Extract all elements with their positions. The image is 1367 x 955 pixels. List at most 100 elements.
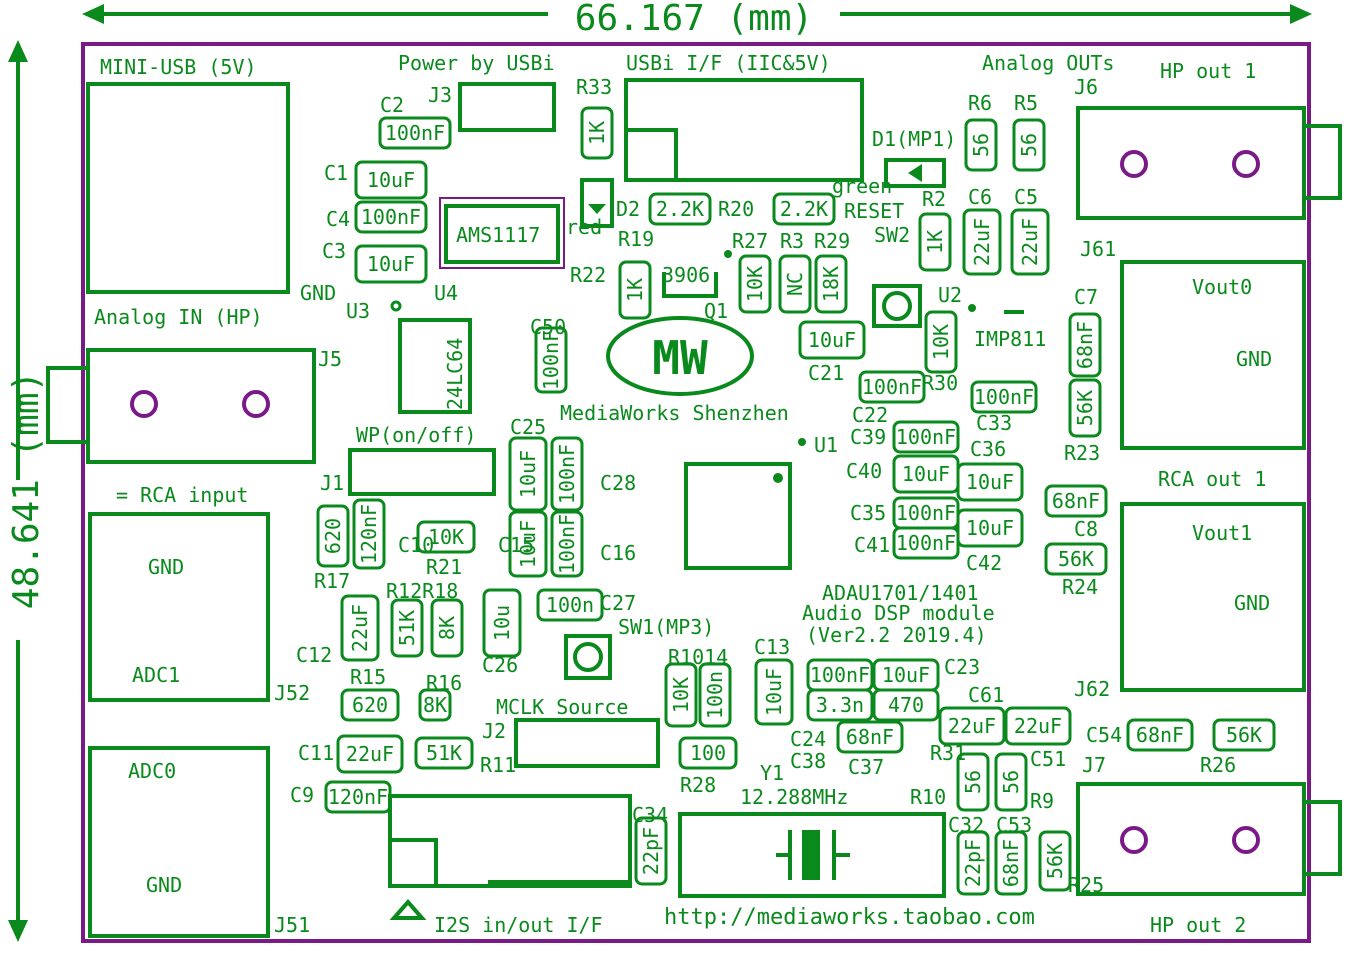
adc0-label: ADC0	[128, 759, 176, 783]
component-footprint	[340, 688, 400, 722]
component-value: 22uF	[970, 218, 994, 266]
ref-designator: D1(MP1)	[872, 127, 956, 151]
ref-designator: C16	[600, 541, 636, 565]
ref-designator: R25	[1068, 873, 1104, 897]
ref-designator: C15	[498, 533, 534, 557]
ref-designator: R19	[618, 227, 654, 251]
component-value: 8K	[435, 616, 459, 640]
component-footprint	[964, 118, 998, 172]
ref-designator: R11	[480, 753, 516, 777]
component-footprint	[956, 508, 1024, 548]
ref-designator: C34	[632, 803, 668, 827]
mclk-label: MCLK Source	[496, 695, 628, 719]
component-footprint	[1212, 718, 1276, 752]
component-value: 100nF	[862, 375, 922, 399]
component-footprint	[664, 662, 698, 728]
dimension-arrows	[8, 4, 1312, 942]
analog-in-label: Analog IN (HP)	[94, 305, 263, 329]
component-footprint	[994, 752, 1028, 812]
component-footprint	[994, 830, 1028, 896]
ref-designator: R12R18	[386, 579, 458, 603]
ref-designator: C23	[944, 655, 980, 679]
hp-out1-label: HP out 1	[1160, 59, 1256, 83]
component-value: 10K	[743, 266, 767, 302]
ref-designator: R5	[1014, 91, 1038, 115]
component-value: 620	[352, 693, 388, 717]
component-footprint	[1010, 208, 1050, 276]
component-footprint	[430, 598, 464, 658]
hp-out2-jack	[1076, 782, 1342, 896]
component-footprint	[858, 370, 926, 404]
component-value: 100nF	[385, 121, 445, 145]
component-footprint	[634, 816, 668, 886]
ref-designator: R24	[1062, 575, 1098, 599]
component-footprint	[918, 212, 952, 272]
component-footprint	[1068, 312, 1102, 378]
component-footprint	[892, 526, 960, 560]
component-value: 68nF	[846, 725, 894, 749]
component-footprint	[1038, 830, 1072, 892]
component-footprint	[508, 436, 548, 512]
component-value: 10uF	[367, 252, 415, 276]
component-value: 100nF	[361, 205, 421, 229]
ref-designator: C9	[290, 783, 314, 807]
board-outline	[81, 42, 1311, 943]
ref-designator: U4	[434, 281, 458, 305]
component-footprint	[536, 588, 604, 622]
ref-designator: C3	[322, 239, 346, 263]
component-footprint	[1044, 542, 1108, 576]
mw-logo: MW	[606, 316, 754, 396]
brand-label: MediaWorks Shenzhen	[560, 401, 789, 425]
component-value: 22uF	[1014, 714, 1062, 738]
ref-designator: C1	[324, 161, 348, 185]
component-footprint	[956, 752, 990, 812]
ref-designator: C2	[380, 93, 404, 117]
hp-out2-label: HP out 2	[1150, 913, 1246, 937]
component-value: 22uF	[948, 714, 996, 738]
ref-designator: C33	[976, 411, 1012, 435]
component-footprint	[316, 504, 350, 568]
component-footprint	[738, 254, 772, 314]
component-value: 56	[969, 133, 993, 157]
led-d2	[580, 178, 614, 228]
adc1-label: ADC1	[132, 663, 180, 687]
ref-designator: R16	[426, 671, 462, 695]
component-value: 8K	[423, 693, 447, 717]
component-footprint	[836, 720, 904, 754]
ref-designator: C35	[850, 501, 886, 525]
component-footprint	[378, 116, 452, 150]
ref-designator: C6	[968, 185, 992, 209]
component-footprint	[892, 420, 960, 454]
ref-designator: J52	[274, 681, 310, 705]
component-value: 56	[999, 770, 1023, 794]
component-footprint	[418, 688, 452, 722]
ref-designator: C12	[296, 643, 332, 667]
ref-designator: C53	[996, 813, 1032, 837]
rca-input-adc1-block	[88, 512, 270, 702]
passive-components	[316, 106, 1276, 896]
ref-designator: J3	[428, 83, 452, 107]
component-footprint	[754, 658, 794, 726]
component-footprint	[352, 498, 386, 570]
component-footprint	[806, 688, 874, 722]
component-footprint	[534, 326, 568, 394]
mclk-header	[514, 718, 660, 768]
component-footprint	[956, 462, 1024, 502]
component-value: 1K	[923, 230, 947, 254]
component-value: 22uF	[348, 604, 372, 652]
component-value: 1K	[585, 121, 609, 145]
ref-designator: R21	[426, 555, 462, 579]
ref-designator: C5	[1014, 185, 1038, 209]
vout1-gnd-label: GND	[1234, 591, 1270, 615]
component-value: 100nF	[539, 330, 563, 390]
component-value: NC	[783, 272, 807, 296]
eeprom-chip	[398, 318, 472, 414]
component-footprint	[508, 510, 548, 578]
analog-outs-label: Analog OUTs	[982, 51, 1114, 75]
component-footprint	[580, 106, 614, 160]
component-value: 68nF	[1136, 723, 1184, 747]
regulator-outline	[439, 197, 565, 269]
component-value: 10uF	[902, 462, 950, 486]
component-value: 22uF	[346, 742, 394, 766]
crystal-freq: 12.288MHz	[740, 785, 848, 809]
